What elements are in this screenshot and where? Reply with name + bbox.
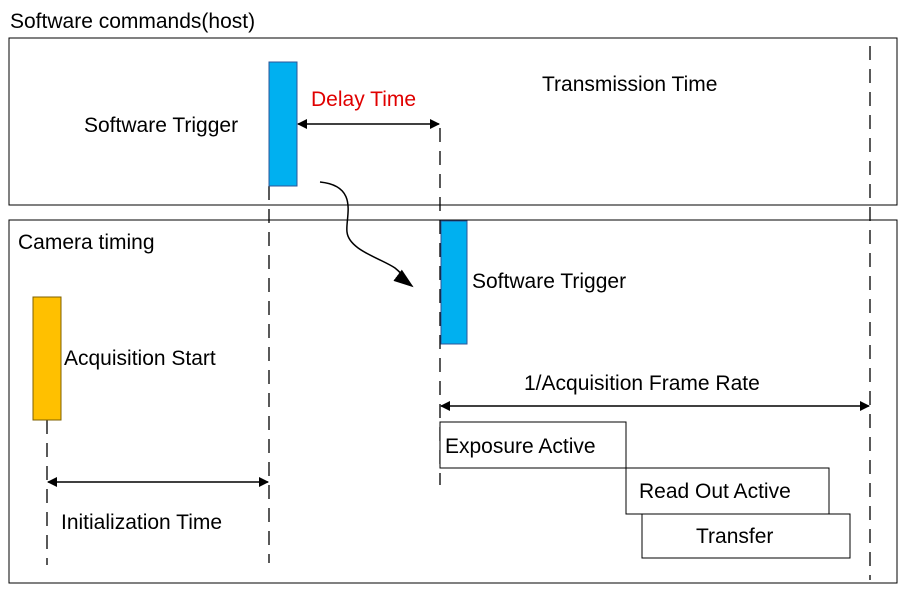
acquisition-start-label: Acquisition Start xyxy=(64,347,216,370)
acquisition-start-pulse xyxy=(32,296,62,421)
camera-panel xyxy=(8,219,898,584)
host-software-trigger-label: Software Trigger xyxy=(84,114,238,137)
host-software-trigger-pulse xyxy=(268,61,298,187)
delay-time-label: Delay Time xyxy=(311,88,416,111)
camera-panel-title: Camera timing xyxy=(18,231,155,254)
exposure-active-box xyxy=(439,421,627,469)
host-panel-title: Software commands(host) xyxy=(10,10,255,33)
frame-period-label: 1/Acquisition Frame Rate xyxy=(524,372,760,395)
read-out-active-box xyxy=(625,467,830,515)
transmission-time-label: Transmission Time xyxy=(542,73,717,96)
initialization-time-label: Initialization Time xyxy=(61,511,222,534)
read-out-active-label: Read Out Active xyxy=(639,480,791,503)
transfer-label: Transfer xyxy=(696,525,773,548)
camera-software-trigger-label: Software Trigger xyxy=(472,270,626,293)
trigger-propagation-arrow xyxy=(319,181,414,288)
host-panel xyxy=(8,37,898,206)
transfer-box xyxy=(641,513,851,559)
camera-software-trigger-pulse xyxy=(440,220,468,345)
exposure-active-label: Exposure Active xyxy=(445,435,596,458)
